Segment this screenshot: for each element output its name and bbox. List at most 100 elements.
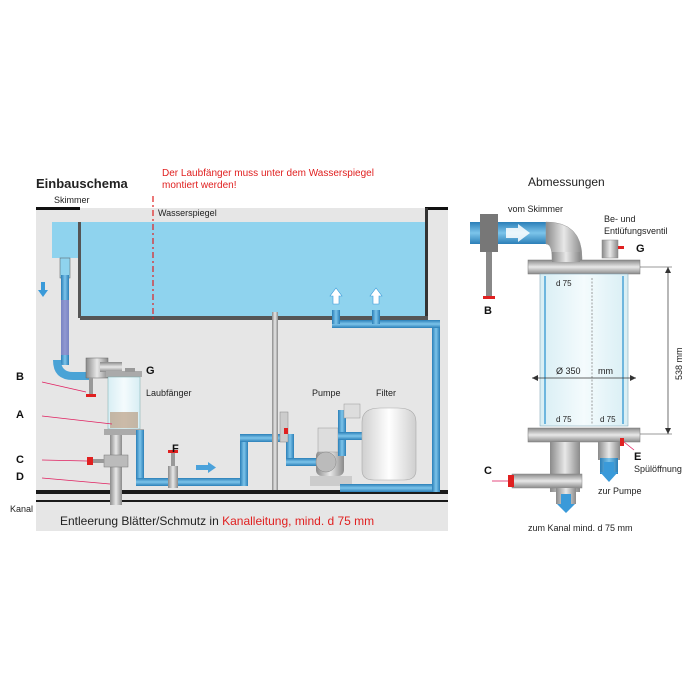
bottom-flange [527,427,641,443]
diameter-arrow-right [630,375,636,381]
ground-line [36,490,448,494]
spuel-label: Spülöffnung [634,464,682,474]
ventil-label-2: Entlüfungsventil [604,226,668,236]
dimensions-diagram: Abmessungen vom Skimmer B Be- und Entlüf… [470,175,684,533]
outlet-pipe-horizontal [136,478,244,486]
vom-skimmer-label: vom Skimmer [508,204,563,214]
return-arrow-1 [329,287,343,305]
return-pipe-top [332,320,440,328]
leaf-trap-cap [106,371,142,377]
skimmer-label: Skimmer [54,195,90,205]
height-label: 538 mm [674,347,684,380]
bypass-valve-red [284,428,288,434]
skimmer-pipe-purple [61,300,69,355]
zum-kanal-label: zum Kanal mind. d 75 mm [528,523,633,533]
scheme-title: Einbauschema [36,176,129,191]
laubfaenger-label: Laubfänger [146,388,192,398]
valve-stem-c [93,459,104,463]
filter-label: Filter [376,388,396,398]
pointer-b [41,381,87,393]
kanal-label: Kanal [10,504,33,514]
letter-b: B [16,371,24,383]
pool-wall-right [425,208,428,318]
height-arrow-bottom [665,428,671,434]
height-arrow-top [665,267,671,273]
valve-handle-b [86,394,96,397]
vent-valve-g [125,368,135,372]
pump [310,427,352,486]
dimensions-title: Abmessungen [528,175,605,189]
kanal-line [36,500,448,502]
leaf-trap-base [104,429,144,435]
wasserspiegel-label: Wasserspiegel [158,208,217,218]
pipe-to-pump-h [286,458,316,466]
diameter-unit: mm [598,366,613,376]
pipe-pump-filter-h [338,432,362,440]
inlet-valve-body [480,214,498,252]
flow-arrow-down [38,282,48,297]
flush-opening [620,438,624,446]
outlet-pipe-down [136,430,144,482]
pipe-to-pump-down [286,434,294,464]
valve-stem-b [89,378,93,394]
bypass-valve [279,411,289,443]
pipe-to-pump-top [240,434,290,442]
leaf-trap-debris [110,412,138,428]
pointer-a [41,415,113,425]
pointer-d [41,477,111,485]
diameter-label: Ø 350 [556,366,581,376]
top-neck [552,252,580,262]
drain-instructions: Entleerung Blätter/Schmutz in Kanalleitu… [60,514,374,528]
pump-base [310,476,352,486]
flow-arrow-right [196,462,216,473]
filter-tank [361,407,417,481]
letter-a: A [16,409,24,421]
d75-bottom-right-label: d 75 [600,415,616,424]
letter-d: D [16,471,24,483]
ventil-label-1: Be- und [604,214,636,224]
pointer-e [623,441,635,451]
drain-pipe [110,435,122,505]
skimmer-wall [78,222,81,318]
return-pipe-up [432,320,440,492]
warning-line-1: Der Laubfänger muss unter dem Wasserspie… [162,168,374,179]
diameter-arrow-left [532,375,538,381]
vent-valve [601,239,619,259]
valve-handle-f-cap [168,450,178,453]
pump-strainer [317,427,339,453]
valve-handle-c [87,457,93,465]
pointer-c [41,459,88,462]
pool-floor [80,316,428,320]
d75-bottom-left-label: d 75 [556,415,572,424]
right-letter-c: C [484,465,492,477]
right-letter-g: G [636,243,645,255]
letter-f: F [172,443,179,455]
inlet-valve-handle [483,296,495,299]
vent-valve-red [618,246,624,249]
leaf-trap [85,357,144,505]
pumpe-label: Pumpe [312,388,341,398]
return-nozzle-1 [332,310,340,324]
tank-body [539,273,629,427]
installation-scheme: Einbauschema Der Laubfänger muss unter d… [10,168,448,531]
valve-handle-f [171,452,175,466]
pool-water [52,222,425,316]
pool-rim-left [36,207,80,210]
outlet-pipe-up [240,436,248,486]
valve-f-body [168,466,178,488]
top-tee [100,362,122,372]
pool-rim-right [425,207,448,210]
pump-housing [315,451,337,473]
drain-arrow [557,494,575,513]
return-pipe-bottom [340,484,440,492]
letter-c: C [16,454,24,466]
drain-horizontal [511,473,583,489]
pump-arrow [600,462,618,482]
top-flange [527,259,641,275]
inlet-arrow [506,224,530,242]
return-nozzle-2 [372,310,380,324]
bypass-pipe [272,312,278,490]
pipe-elbow [53,360,90,380]
zur-pumpe-label: zur Pumpe [598,486,642,496]
